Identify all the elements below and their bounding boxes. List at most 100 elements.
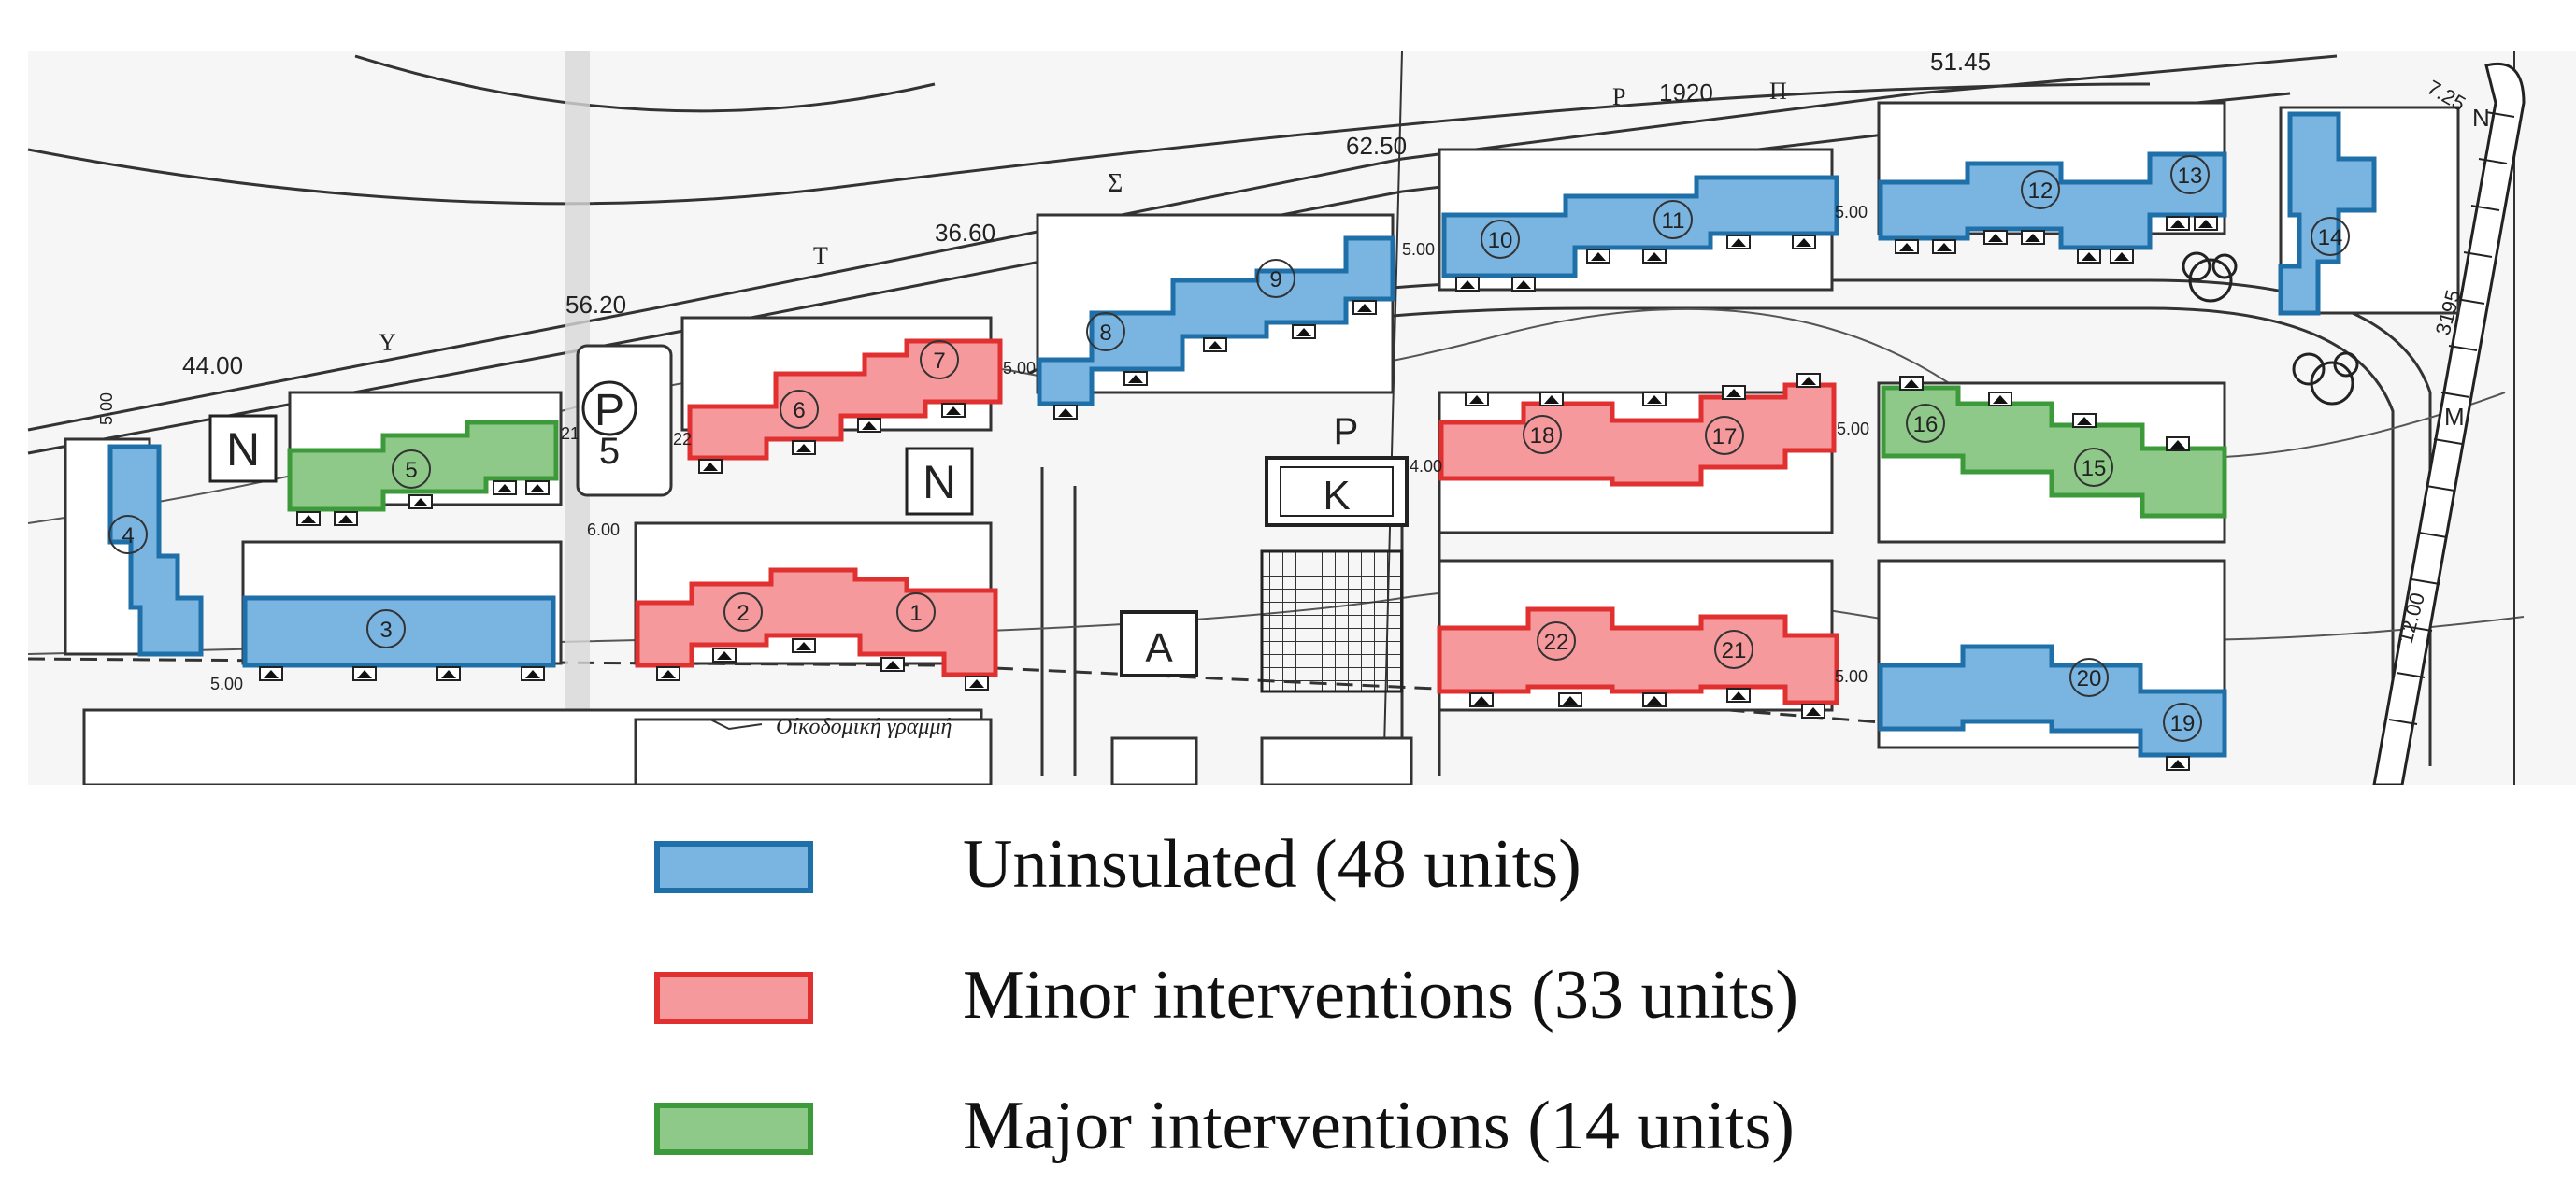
block-label: 18 <box>1523 415 1562 454</box>
block-number: 8 <box>1099 321 1111 346</box>
block-label: 19 <box>2163 703 2202 742</box>
block-number: 22 <box>1544 630 1569 655</box>
block-number: 1 <box>909 601 922 626</box>
block-polygon <box>107 444 204 657</box>
block-label: 14 <box>2311 217 2350 256</box>
dimension-label: 4.00 <box>1410 457 1442 476</box>
block-number: 4 <box>122 523 134 549</box>
dimension-label: 5.00 <box>1402 240 1435 259</box>
block-polygon <box>1441 175 1839 278</box>
dimension-label: 56.20 <box>565 291 626 319</box>
block-number: 7 <box>933 349 945 374</box>
dimension-labels: 44.00 56.20 36.60 62.50 1920 51.45 7.25 … <box>97 48 2469 739</box>
rho-label: P <box>1612 83 1625 110</box>
dimension-label: 5.00 <box>1835 203 1868 221</box>
block-number: 11 <box>1662 208 1685 234</box>
upsilon-label: Υ <box>379 329 396 356</box>
legend-swatch-minor <box>654 972 813 1024</box>
block-number: 16 <box>1913 412 1939 437</box>
sigma-label: Σ <box>1108 169 1123 198</box>
north-n-label: N <box>2472 104 2490 132</box>
legend-item-uninsulated: Uninsulated (48 units) <box>654 822 2056 906</box>
dimension-label: 1920 <box>1659 78 1713 107</box>
block-label: 17 <box>1705 416 1744 455</box>
block-label: 6 <box>780 390 819 429</box>
tau-label: T <box>813 242 828 269</box>
block-number: 10 <box>1488 228 1513 253</box>
pi-label: Π <box>1769 78 1787 105</box>
block-number: 12 <box>2028 178 2054 204</box>
site-plan-svg: N N P 5 P K A M N Σ T Υ P Π 44.00 56.20 … <box>27 48 2526 785</box>
tree-symbols <box>2182 251 2359 406</box>
legend-item-major: Major interventions (14 units) <box>654 1084 2056 1168</box>
block-polygon <box>287 420 559 512</box>
k-box-label: K <box>1323 473 1350 519</box>
block-label: 12 <box>2021 170 2060 209</box>
dimension-label: 5.00 <box>1835 667 1868 686</box>
dimension-label: 21 <box>561 424 580 443</box>
block-number: 19 <box>2170 711 2196 736</box>
dimension-label: 51.45 <box>1930 48 1991 76</box>
block-number: 6 <box>793 398 805 423</box>
block-polygon <box>1878 151 2227 250</box>
block-number: 15 <box>2082 456 2107 481</box>
block-label: 16 <box>1906 404 1945 443</box>
map-symbols: N N P 5 P K A M N Σ T Υ P Π <box>208 78 2490 677</box>
n-center-label: N <box>923 456 956 508</box>
block-label: 9 <box>1256 259 1295 298</box>
block-label: 2 <box>723 592 763 632</box>
block-polygon <box>1037 235 1395 406</box>
block-polygon <box>1438 382 1837 487</box>
site-plan-map: N N P 5 P K A M N Σ T Υ P Π 44.00 56.20 … <box>27 48 2526 785</box>
block-label: 7 <box>920 340 959 379</box>
block-polygon <box>2278 111 2377 316</box>
block-number: 3 <box>379 618 392 643</box>
legend-item-minor: Minor interventions (33 units) <box>654 953 2056 1037</box>
p-upper-label: P <box>1334 411 1359 452</box>
block-label: 20 <box>2069 658 2109 697</box>
dimension-label: 36.60 <box>935 219 995 247</box>
north-m-label: M <box>2444 403 2465 431</box>
dimension-label: 44.00 <box>182 351 243 379</box>
p-number-label: 5 <box>599 431 620 472</box>
block-number: 14 <box>2318 225 2343 250</box>
legend: Uninsulated (48 units) Minor interventio… <box>654 822 2056 1177</box>
legend-label-uninsulated: Uninsulated (48 units) <box>963 826 1581 903</box>
legend-swatch-uninsulated <box>654 841 813 893</box>
block-polygon <box>687 338 1003 461</box>
dimension-label: 5.00 <box>210 675 243 693</box>
dimension-label: 5.00 <box>1837 420 1869 438</box>
dimension-label: 22 <box>673 430 692 449</box>
legend-swatch-major <box>654 1103 813 1155</box>
dimension-label: 5.00 <box>97 392 116 425</box>
hatched-square <box>1260 549 1404 693</box>
n-left-label: N <box>226 423 260 476</box>
block-number: 13 <box>2178 164 2203 189</box>
building-line-annotation: Οίκοδομική γραμμή <box>776 715 952 739</box>
block-number: 20 <box>2077 666 2102 691</box>
block-label: 5 <box>392 449 431 489</box>
scale-ruler <box>2372 63 2526 785</box>
block-label: 1 <box>896 592 936 632</box>
dimension-label: 6.00 <box>587 520 620 539</box>
block-label: 4 <box>108 515 148 554</box>
legend-label-major: Major interventions (14 units) <box>963 1088 1795 1164</box>
block-label: 13 <box>2170 155 2210 194</box>
a-box-label: A <box>1145 625 1173 671</box>
block-number: 17 <box>1712 424 1738 449</box>
block-label: 22 <box>1537 621 1576 661</box>
block-label: 8 <box>1086 312 1125 351</box>
block-number: 18 <box>1530 423 1555 449</box>
block-number: 21 <box>1722 638 1747 663</box>
dimension-label: 62.50 <box>1346 132 1407 160</box>
dimension-label: 5.00 <box>1003 359 1036 378</box>
block-polygon <box>1878 644 2227 758</box>
block-polygon <box>242 595 556 668</box>
block-number: 5 <box>405 458 417 483</box>
block-label: 21 <box>1714 630 1753 669</box>
block-label: 15 <box>2074 448 2113 487</box>
legend-label-minor: Minor interventions (33 units) <box>963 957 1799 1033</box>
block-number: 9 <box>1269 267 1281 292</box>
block-polygon <box>1881 385 2227 519</box>
block-number-labels: 1 2 3 4 5 6 7 8 9 10 11 12 13 14 15 16 1… <box>108 155 2350 742</box>
